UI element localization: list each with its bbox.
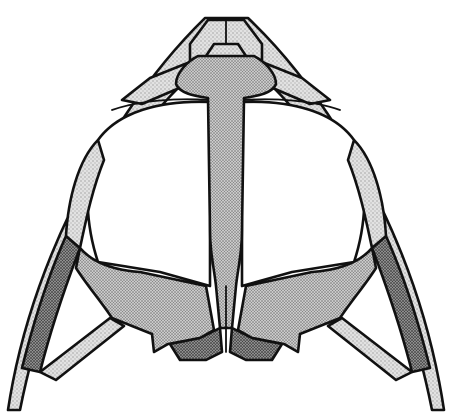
right-orbit [242, 102, 365, 286]
left-orbit [88, 102, 211, 286]
